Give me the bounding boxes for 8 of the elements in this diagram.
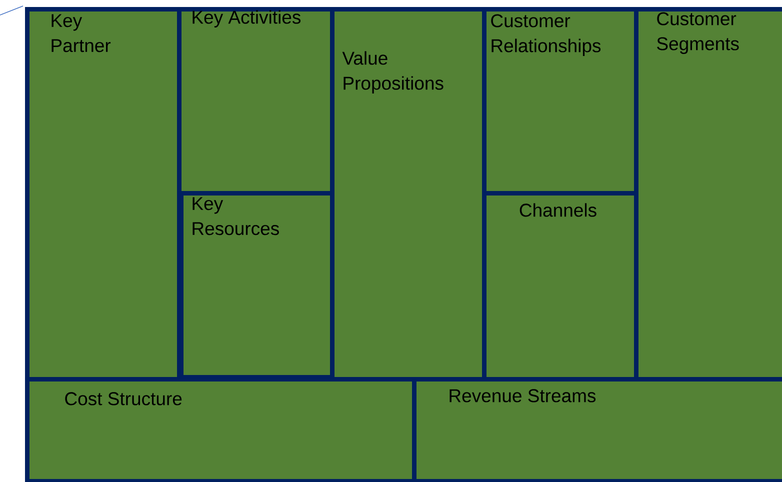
canvas-box: Key Activities [177, 7, 334, 196]
canvas-box: Value Propositions [330, 7, 486, 382]
canvas-box: Revenue Streams [412, 377, 782, 482]
canvas-box: Channels [482, 191, 638, 382]
canvas-box: Cost Structure [25, 377, 416, 482]
canvas-box: Customer Relationships [482, 7, 638, 196]
canvas-box: Key Resources [179, 191, 334, 380]
canvas-box: Key Partner [25, 7, 182, 382]
